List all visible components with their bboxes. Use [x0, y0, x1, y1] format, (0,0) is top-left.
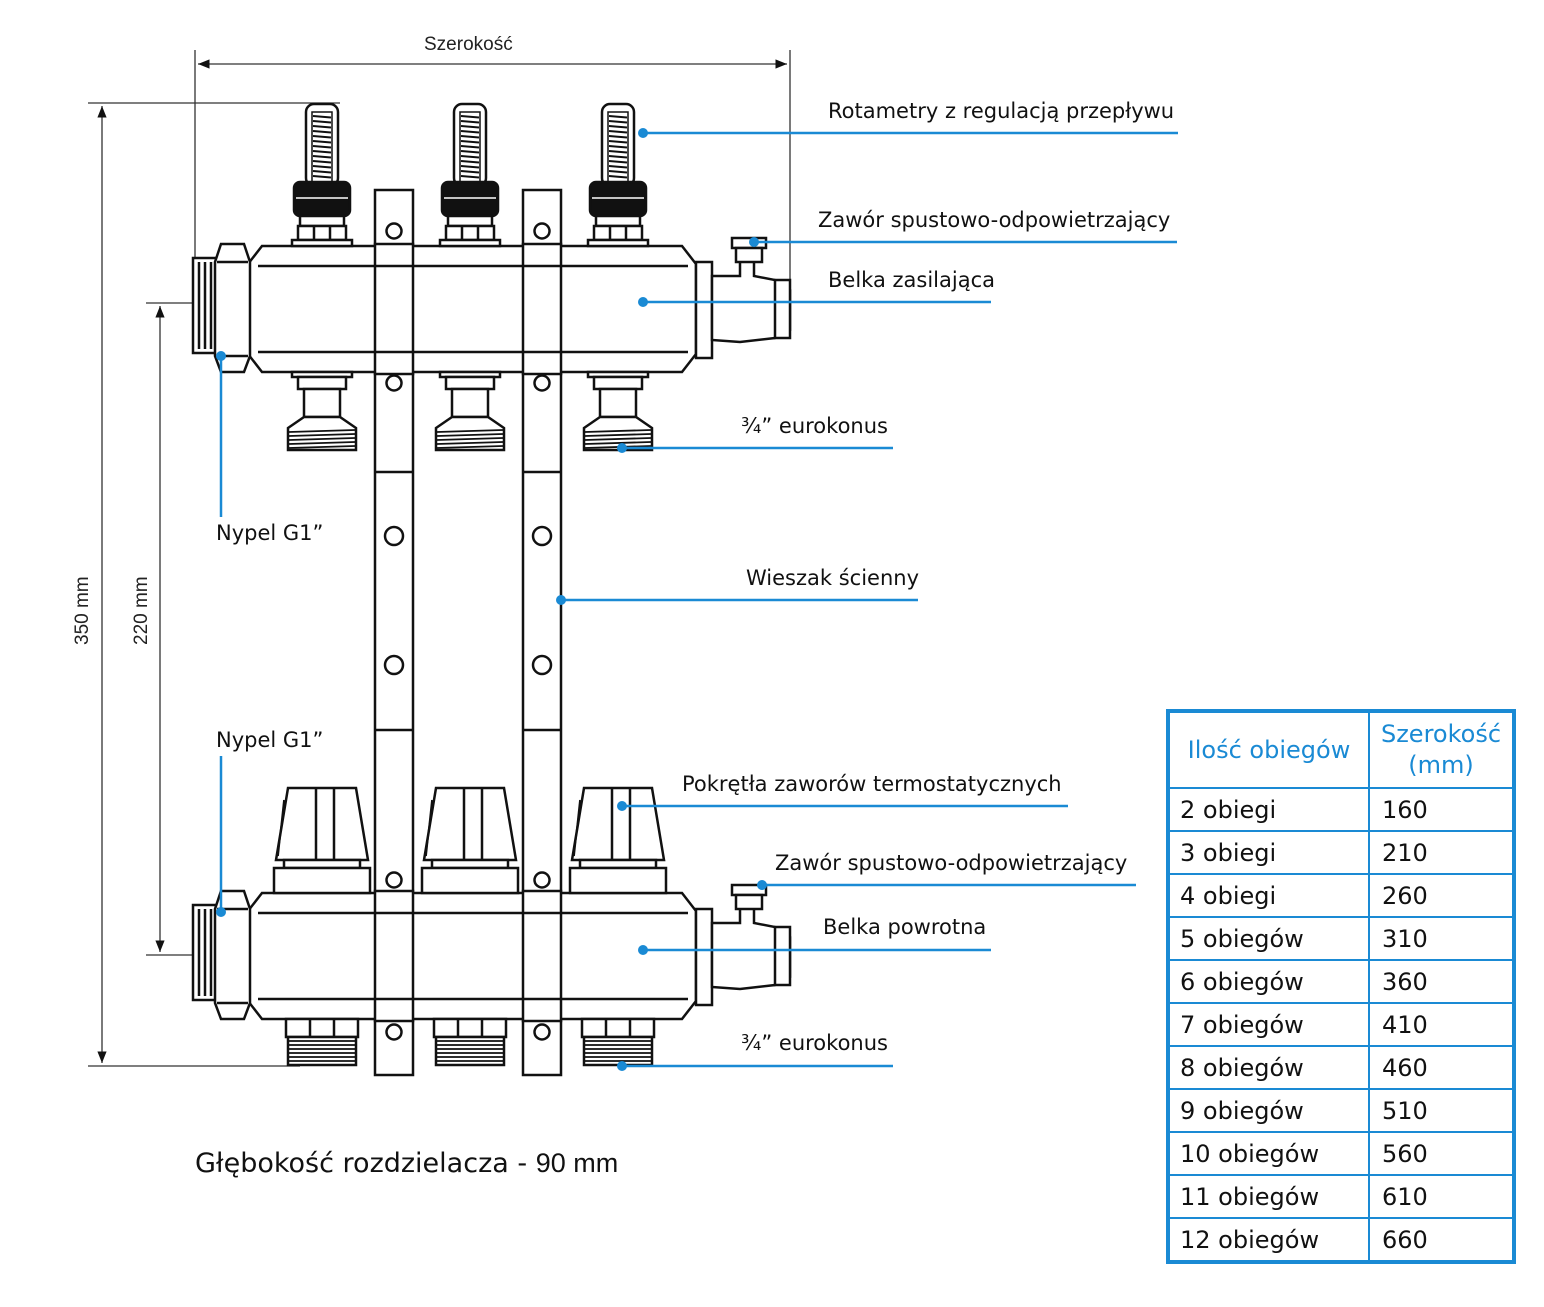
- cell-width-mm: 560: [1368, 1131, 1515, 1176]
- depth-label: Głębokość rozdzielacza -: [195, 1148, 536, 1179]
- cell-width-mm: 410: [1368, 1002, 1515, 1047]
- thermostatic-knobs: [272, 786, 668, 1067]
- eurocone-outlet: [582, 370, 654, 452]
- cell-circuit-count: 3 obiegi: [1167, 830, 1370, 875]
- callout-nipple-bottom: Nypel G1”: [216, 728, 324, 752]
- eurocone-outlet: [284, 1017, 360, 1067]
- thermostatic-knob: [272, 786, 372, 895]
- thermostatic-knob: [420, 786, 520, 895]
- eurocone-outlet: [580, 1017, 656, 1067]
- cell-circuit-count: 2 obiegi: [1167, 787, 1370, 832]
- eurocone-outlet: [432, 1017, 508, 1067]
- callout-drain-valve-bottom: Zawór spustowo-odpowietrzający: [775, 851, 1128, 875]
- cell-width-mm: 360: [1368, 959, 1515, 1004]
- callout-nipple-top: Nypel G1”: [216, 521, 324, 545]
- cell-circuit-count: 10 obiegów: [1167, 1131, 1370, 1176]
- cell-circuit-count: 9 obiegów: [1167, 1088, 1370, 1133]
- callout-wall-bracket: Wieszak ścienny: [746, 566, 920, 590]
- header-width: Szerokość (mm): [1368, 710, 1515, 789]
- cell-width-mm: 610: [1368, 1174, 1515, 1219]
- cell-width-mm: 310: [1368, 916, 1515, 961]
- callout-thermo-knobs: Pokrętła zaworów termostatycznych: [682, 772, 1062, 796]
- callout-return-bar: Belka powrotna: [823, 915, 987, 939]
- wall-bracket-left: [373, 188, 415, 1077]
- callout-drain-valve-top: Zawór spustowo-odpowietrzający: [818, 208, 1171, 232]
- cell-circuit-count: 5 obiegów: [1167, 916, 1370, 961]
- depth-value: 90 mm: [535, 1148, 619, 1178]
- rotameter: [290, 102, 354, 248]
- cell-width-mm: 660: [1368, 1217, 1515, 1263]
- callout-rotameters: Rotametry z regulacją przepływu: [828, 99, 1175, 123]
- cell-circuit-count: 4 obiegi: [1167, 873, 1370, 918]
- rotameter: [438, 102, 502, 248]
- wall-bracket-right: [521, 188, 563, 1077]
- callout-supply-bar: Belka zasilająca: [828, 268, 995, 292]
- dimension-lines: [88, 50, 791, 1067]
- depth-caption: Głębokość rozdzielacza - 90 mm: [195, 1148, 618, 1179]
- cell-width-mm: 160: [1368, 787, 1515, 832]
- eurocone-outlet: [286, 370, 358, 452]
- supply-bar: [191, 236, 792, 376]
- callout-leaders: [216, 128, 1178, 1071]
- total-height-label: 350 mm: [72, 576, 93, 645]
- cell-circuit-count: 11 obiegów: [1167, 1174, 1370, 1219]
- callout-eurocone-top: ¾” eurokonus: [741, 414, 888, 438]
- cell-circuit-count: 6 obiegów: [1167, 959, 1370, 1004]
- table-header-row: Ilość obiegów Szerokość (mm): [1167, 710, 1515, 789]
- cell-width-mm: 510: [1368, 1088, 1515, 1133]
- rotameter: [586, 102, 650, 248]
- return-bar: [191, 883, 792, 1023]
- cell-width-mm: 210: [1368, 830, 1515, 875]
- eurocone-outlet: [434, 370, 506, 452]
- cell-width-mm: 260: [1368, 873, 1515, 918]
- cell-circuit-count: 12 obiegów: [1167, 1217, 1370, 1263]
- cell-circuit-count: 8 obiegów: [1167, 1045, 1370, 1090]
- callout-eurocone-bottom: ¾” eurokonus: [741, 1031, 888, 1055]
- header-circuit-count: Ilość obiegów: [1167, 710, 1370, 789]
- rotameters: [286, 102, 654, 452]
- cell-width-mm: 460: [1368, 1045, 1515, 1090]
- axis-height-label: 220 mm: [131, 576, 152, 645]
- cell-circuit-count: 7 obiegów: [1167, 1002, 1370, 1047]
- width-dimension-label: Szerokość: [424, 34, 513, 55]
